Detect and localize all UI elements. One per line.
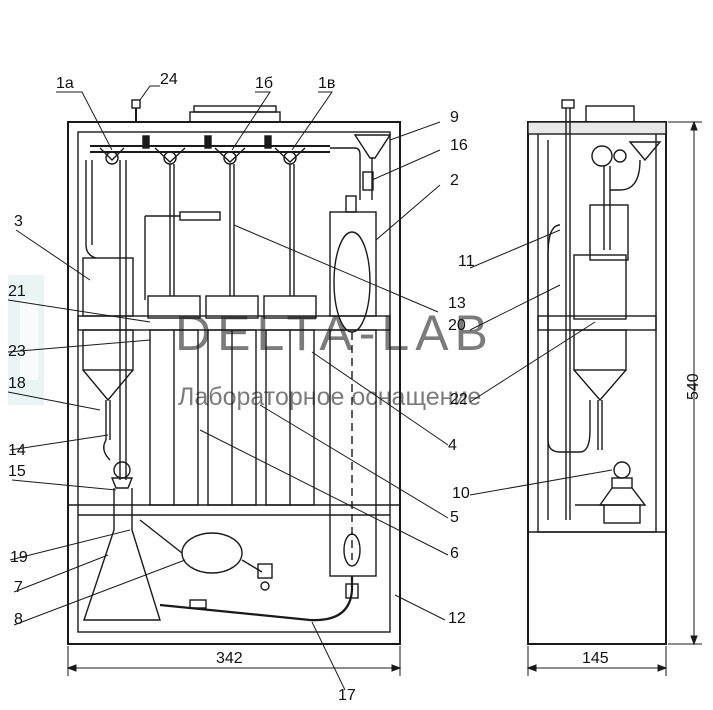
label-24: 24 <box>160 71 178 88</box>
label-1b: 1б <box>255 75 273 92</box>
label-6: 6 <box>450 545 459 562</box>
label-18: 18 <box>8 375 26 392</box>
dimension-side-width <box>526 646 668 676</box>
front-leaders <box>7 85 449 691</box>
label-8: 8 <box>14 611 23 628</box>
label-1a: 1а <box>56 75 74 92</box>
label-11: 11 <box>458 253 475 270</box>
dimension-front-width <box>66 646 402 676</box>
label-5: 5 <box>450 509 459 526</box>
tap-1a <box>99 147 125 165</box>
front-view <box>67 99 401 645</box>
label-7: 7 <box>14 579 23 596</box>
tap-1v <box>274 147 306 165</box>
dimension-540: 540 <box>685 373 702 400</box>
tap-1b <box>214 147 246 165</box>
label-14: 14 <box>8 442 26 459</box>
label-2: 2 <box>450 172 459 189</box>
label-4: 4 <box>448 437 457 454</box>
dimension-side-height <box>668 120 702 646</box>
front-labels: 1а 24 1б 1в 9 16 2 3 21 23 18 14 15 19 7… <box>8 71 468 704</box>
label-21: 21 <box>8 283 26 300</box>
label-9: 9 <box>450 109 459 126</box>
label-17: 17 <box>338 687 356 704</box>
label-16: 16 <box>450 137 468 154</box>
label-13: 13 <box>448 295 466 312</box>
tap-1 <box>154 147 186 165</box>
label-23: 23 <box>8 343 26 360</box>
dimension-145: 145 <box>582 650 609 667</box>
label-3: 3 <box>14 213 23 230</box>
label-12: 12 <box>448 610 466 627</box>
side-labels: 11 20 22 10 <box>448 253 475 502</box>
label-22: 22 <box>450 391 468 408</box>
label-1v: 1в <box>318 75 335 92</box>
side-leaders <box>469 229 613 496</box>
label-20: 20 <box>448 317 466 334</box>
label-10: 10 <box>452 485 470 502</box>
dimension-342: 342 <box>216 650 243 667</box>
watermark-title: DELTA-LAB <box>175 305 494 361</box>
label-15: 15 <box>8 463 26 480</box>
label-19: 19 <box>10 549 28 566</box>
side-view <box>527 99 667 645</box>
